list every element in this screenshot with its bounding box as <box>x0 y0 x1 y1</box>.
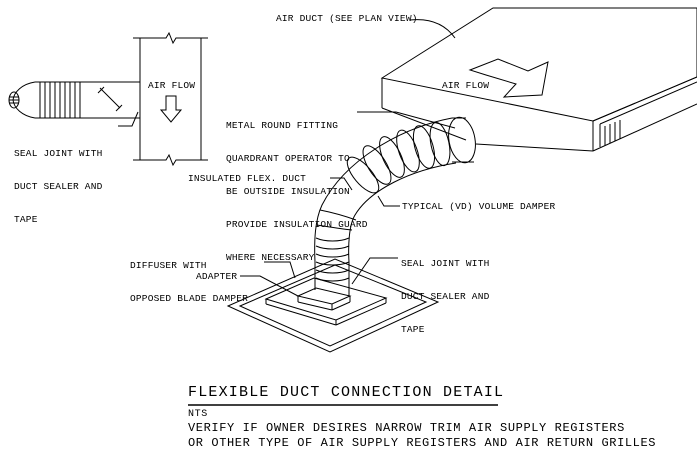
air-flow-duct-arrow <box>468 58 549 98</box>
air-duct-label: AIR DUCT (SEE PLAN VIEW) <box>276 13 418 24</box>
detail-title: FLEXIBLE DUCT CONNECTION DETAIL <box>188 384 505 401</box>
seal-left-line-3: TAPE <box>14 214 38 225</box>
insulated-flex-duct <box>314 111 476 284</box>
seal-left-line-1: SEAL JOINT WITH <box>14 148 103 159</box>
horizontal-flex-connection <box>8 81 140 127</box>
fitting-line-2: QUARDRANT OPERATOR TO <box>226 153 350 164</box>
fitting-line-5: WHERE NECESSARY <box>226 252 315 263</box>
seal-right-line-2: DUCT SEALER AND <box>401 291 490 302</box>
fitting-line-3: BE OUTSIDE INSULATION <box>226 186 350 197</box>
seal-right-line-3: TAPE <box>401 324 425 335</box>
note-line-2: OR OTHER TYPE OF AIR SUPPLY REGISTERS AN… <box>188 436 657 450</box>
volume-damper-label: TYPICAL (VD) VOLUME DAMPER <box>402 201 556 212</box>
ceiling-diffuser <box>226 257 440 353</box>
fitting-line-4: PROVIDE INSULATION GUARD <box>226 219 368 230</box>
metal-fitting-note: METAL ROUND FITTING QUARDRANT OPERATOR T… <box>226 98 368 274</box>
seal-right-line-1: SEAL JOINT WITH <box>401 258 490 269</box>
adapter-label: ADAPTER <box>196 271 238 282</box>
seal-left-line-2: DUCT SEALER AND <box>14 181 103 192</box>
seal-joint-right-note: SEAL JOINT WITH DUCT SEALER AND TAPE <box>401 236 490 346</box>
air-flow-left-label: AIR FLOW <box>148 80 196 91</box>
diffuser-note: DIFFUSER WITH OPPOSED BLADE DAMPER <box>130 238 248 315</box>
nts-note: NTS <box>188 409 208 420</box>
seal-joint-left-note: SEAL JOINT WITH DUCT SEALER AND TAPE <box>14 126 103 236</box>
vertical-duct-elevation <box>133 31 208 167</box>
main-air-duct <box>380 7 697 152</box>
insulated-flex-duct-label: INSULATED FLEX. DUCT <box>188 173 307 184</box>
diffuser-line-1: DIFFUSER WITH <box>130 260 207 271</box>
air-flow-duct-label: AIR FLOW <box>442 80 490 91</box>
fitting-line-1: METAL ROUND FITTING <box>226 120 339 131</box>
note-line-1: VERIFY IF OWNER DESIRES NARROW TRIM AIR … <box>188 421 625 435</box>
air-flow-down-arrow <box>159 95 183 123</box>
diffuser-line-2: OPPOSED BLADE DAMPER <box>130 293 249 304</box>
